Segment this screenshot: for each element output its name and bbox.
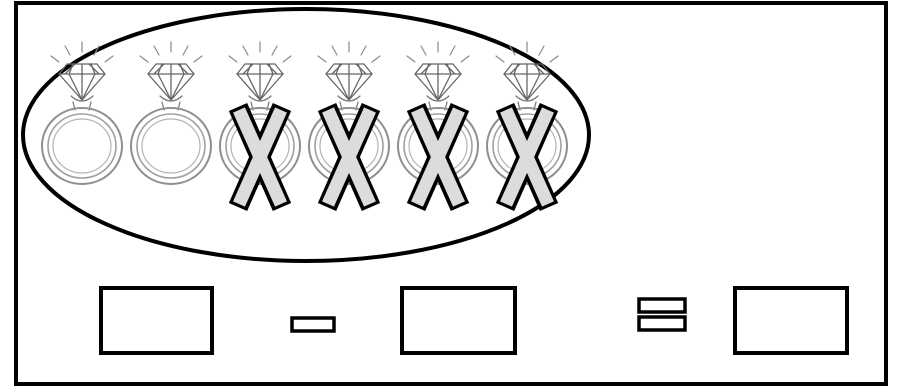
rings-group	[41, 41, 568, 212]
ring-item	[397, 41, 479, 212]
ring-icon	[130, 41, 212, 185]
answer-box-total[interactable]	[99, 286, 214, 355]
cross-out-mark	[495, 102, 559, 212]
answer-box-difference[interactable]	[733, 286, 849, 355]
cross-out-mark	[228, 102, 292, 212]
cross-out-mark	[317, 102, 381, 212]
worksheet-border	[14, 1, 888, 386]
cross-out-mark	[406, 102, 470, 212]
ring-icon	[41, 41, 123, 185]
equals-sign-top-bar	[637, 297, 687, 314]
ring-item	[130, 41, 212, 185]
answer-box-taken-away[interactable]	[400, 286, 517, 355]
group-oval	[21, 7, 591, 263]
ring-item	[308, 41, 390, 212]
ring-item	[41, 41, 123, 185]
equals-sign-bottom-bar	[637, 315, 687, 332]
ring-item	[486, 41, 568, 212]
ring-item	[219, 41, 301, 212]
minus-sign	[290, 316, 336, 333]
